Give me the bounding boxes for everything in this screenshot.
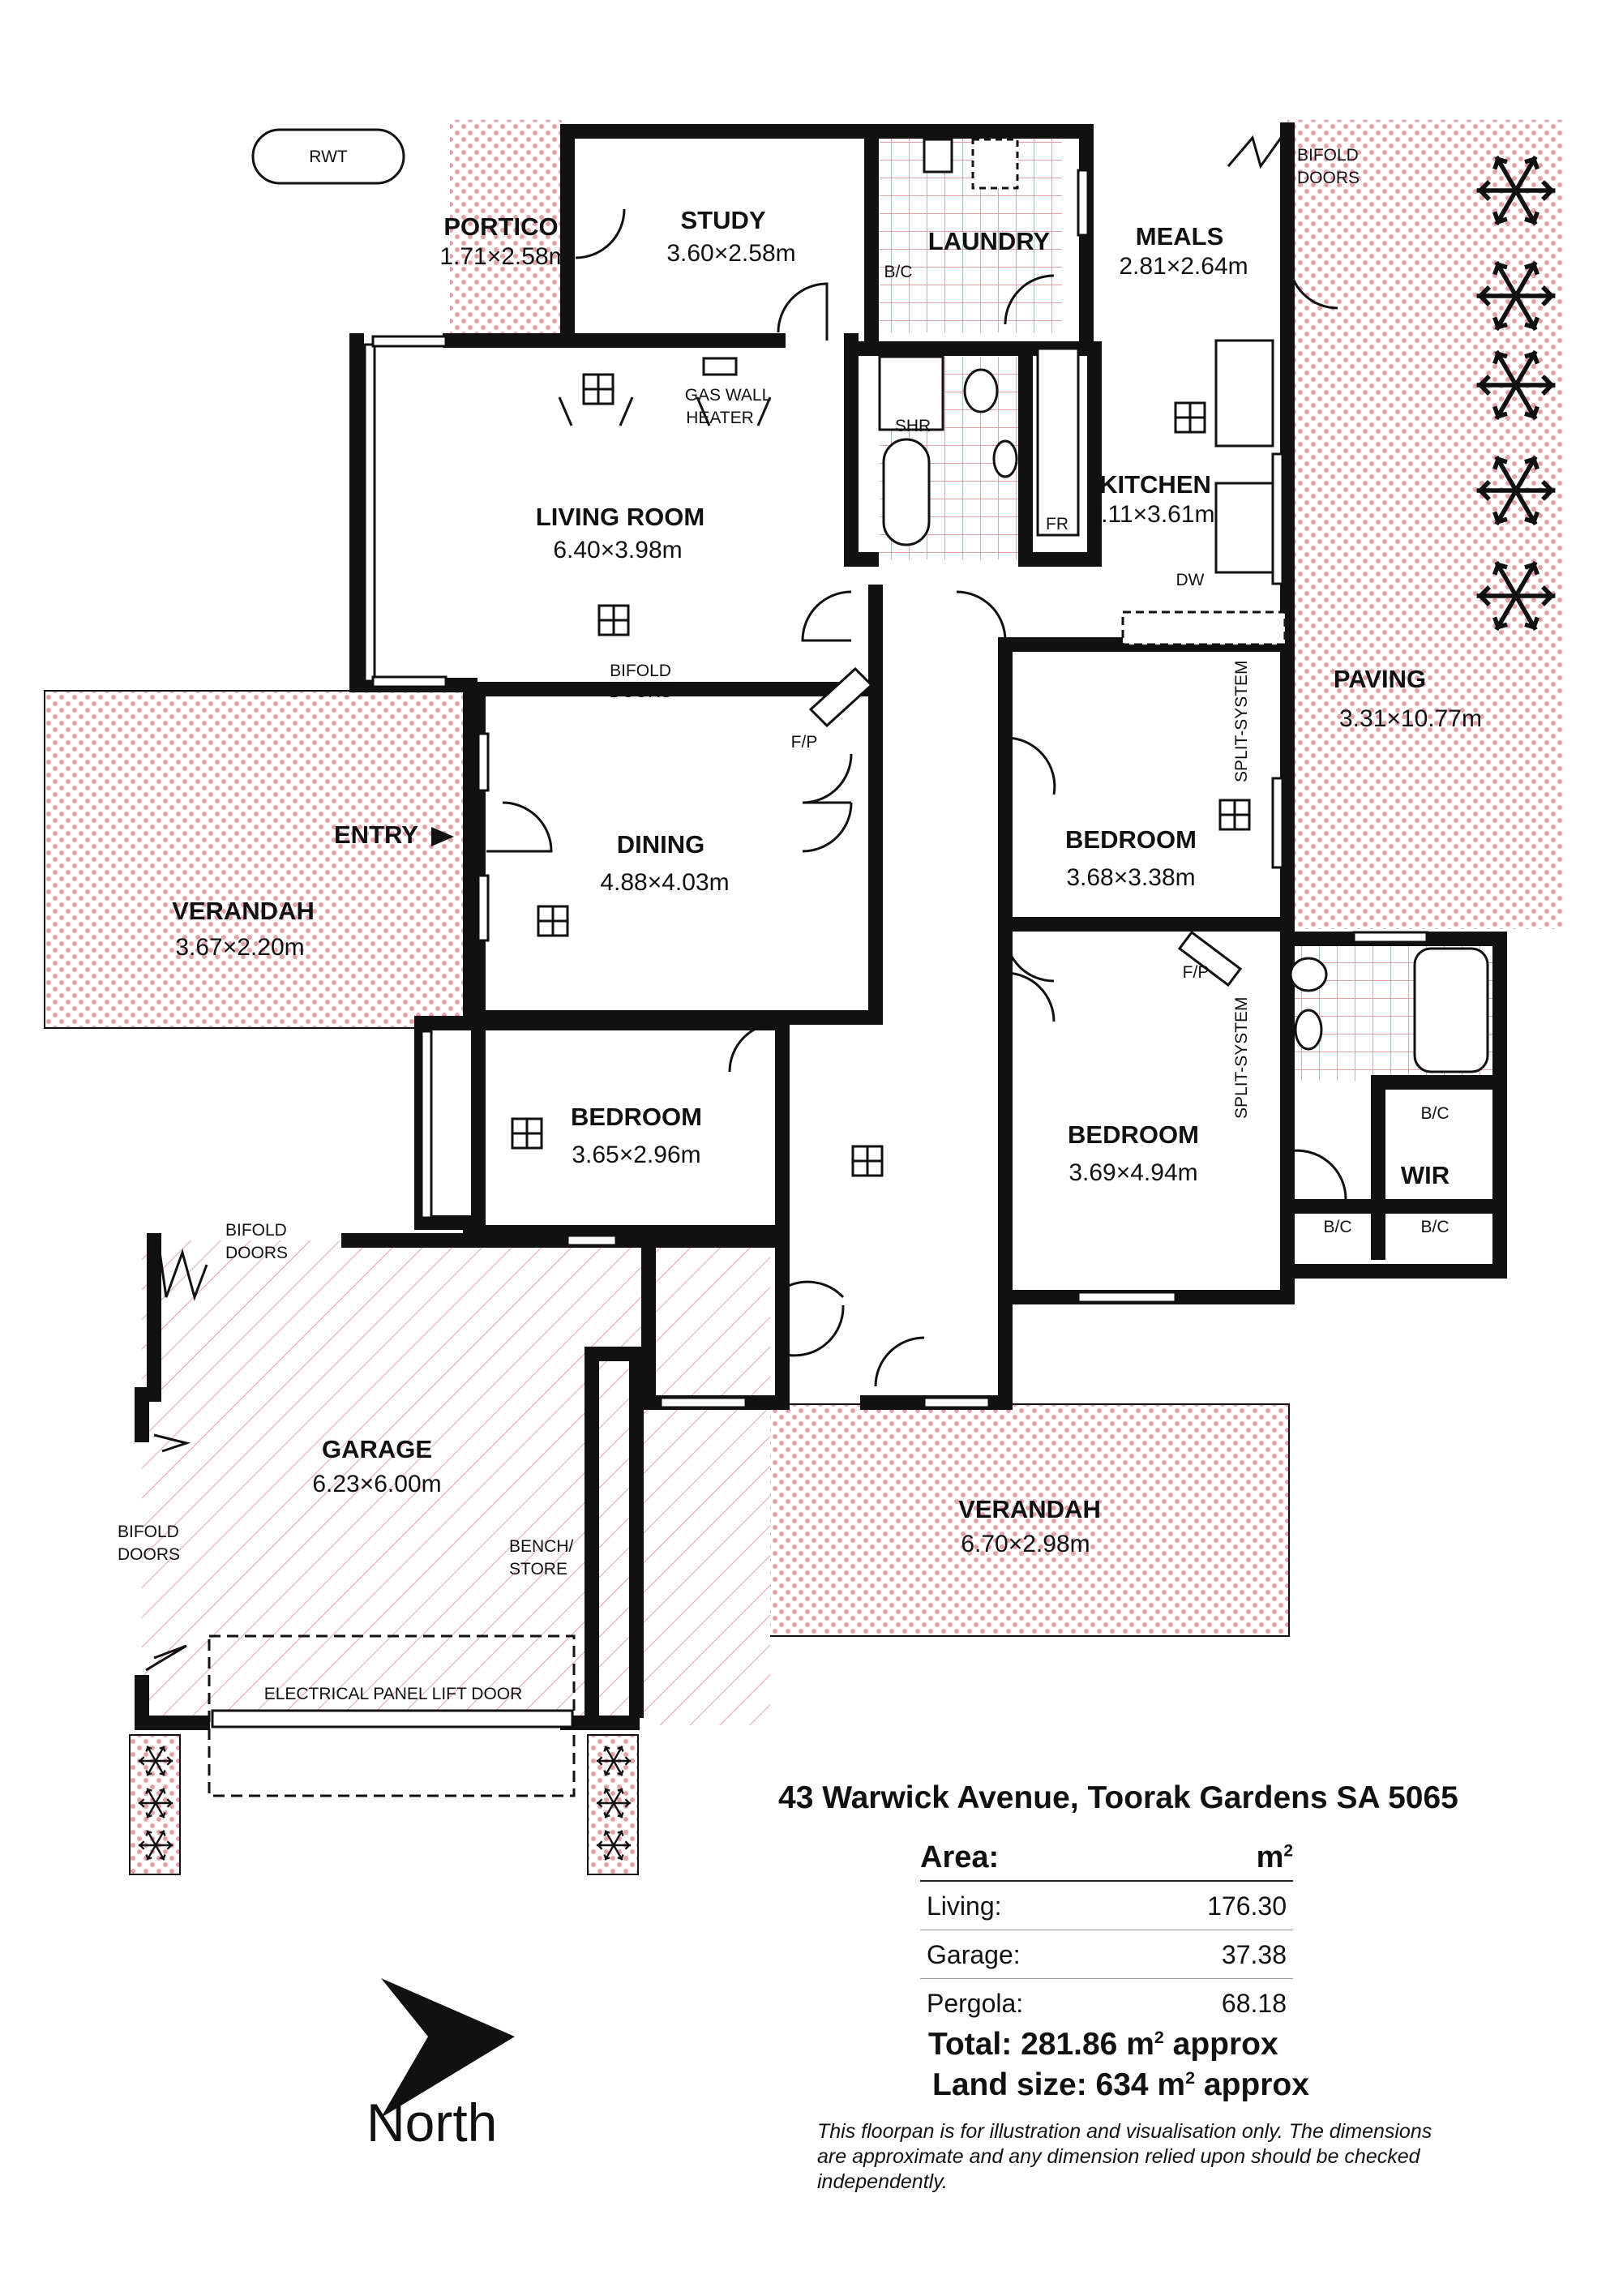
electrical-panel-outline [208, 1634, 576, 1797]
living-dim: 6.40×3.98m [553, 537, 682, 563]
paving-name: PAVING [1334, 665, 1426, 693]
portico-area [450, 120, 562, 339]
laundry-name: LAUNDRY [928, 227, 1051, 255]
portico-name: PORTICO [443, 212, 558, 241]
skylight-icon [597, 604, 630, 636]
garage-name: GARAGE [322, 1435, 432, 1463]
split-system-label: SPLIT-SYSTEM [1232, 996, 1251, 1119]
fixtures [808, 138, 1489, 1073]
verandah-south-dim: 6.70×2.98m [961, 1531, 1090, 1557]
portico-dim: 1.71×2.58m [439, 243, 568, 270]
fridge-label: FR [1046, 515, 1068, 533]
shower-label: SHR [895, 417, 931, 435]
address: 43 Warwick Avenue, Toorak Gardens SA 506… [778, 1780, 1458, 1815]
west-verandah-area [44, 690, 471, 1029]
verandah-south-name: VERANDAH [958, 1495, 1101, 1523]
rwt-tank [251, 128, 405, 185]
bifold-label: BIFOLD [1297, 146, 1359, 165]
skylight-icon [582, 373, 615, 405]
laundry-bc: B/C [884, 263, 912, 281]
bedroom-e-name: BEDROOM [1068, 1120, 1199, 1149]
skylight-icon [537, 905, 569, 937]
north-arrow-icon [381, 1978, 515, 2118]
dishwasher-label: DW [1176, 571, 1205, 589]
bifold-door-icon [153, 1433, 191, 1453]
garage-area [142, 1240, 770, 1725]
bench-store-label: STORE [509, 1560, 567, 1578]
wir-bc: B/C [1323, 1218, 1351, 1236]
bedroom-ne-dim: 3.68×3.38m [1066, 864, 1195, 891]
entry-name: ENTRY [334, 820, 418, 849]
disclaimer: This floorpan is for illustration and vi… [817, 2120, 1432, 2193]
laundry-floor [880, 136, 1062, 332]
bifold-label: DOORS [609, 683, 671, 701]
windows [363, 169, 1428, 1409]
kitchen-dim: 3.11×3.61m [1087, 501, 1214, 528]
land-size: Land size: 634 m2 approx [932, 2067, 1309, 2102]
entry-arrow-icon [431, 827, 454, 846]
fireplace-label: F/P [791, 733, 818, 752]
door-swings [486, 208, 1347, 1387]
gas-heater-label: GAS WALL [685, 386, 772, 405]
bifold-door-icon [145, 1644, 187, 1672]
bifold-label: BIFOLD [225, 1221, 287, 1240]
bifold-label: BIFOLD [610, 662, 671, 680]
gas-wall-heater [702, 357, 738, 376]
bifold-label: DOORS [225, 1244, 288, 1262]
wir-bc: B/C [1420, 1218, 1449, 1236]
bedroom-w-name: BEDROOM [571, 1103, 702, 1131]
living-name: LIVING ROOM [536, 503, 704, 531]
garage-dim: 6.23×6.00m [312, 1471, 441, 1497]
study-dim: 3.60×2.58m [666, 240, 795, 267]
dining-dim: 4.88×4.03m [600, 869, 729, 896]
area-row-garage: Garage:37.38 [920, 1930, 1293, 1979]
verandah-west-name: VERANDAH [172, 897, 315, 925]
bifold-door-icon [156, 1240, 208, 1301]
skylight-icon [1218, 799, 1251, 831]
south-verandah-area [761, 1403, 1290, 1637]
bench-store-label: BENCH/ [509, 1537, 574, 1556]
skylight-icon [511, 1117, 543, 1150]
bedroom-w-dim: 3.65×2.96m [572, 1142, 700, 1168]
rwt-label: RWT [309, 148, 348, 166]
bedroom-ne-name: BEDROOM [1065, 825, 1197, 854]
paving-area [1287, 120, 1563, 929]
gas-heater-label: HEATER [686, 409, 754, 427]
area-table-header: Area: m2 [920, 1840, 1293, 1882]
study-name: STUDY [680, 206, 765, 234]
electrical-panel-label: ELECTRICAL PANEL LIFT DOOR [264, 1685, 523, 1703]
north-label: North [366, 2093, 498, 2152]
meals-name: MEALS [1136, 222, 1224, 251]
bifold-label: BIFOLD [118, 1523, 179, 1541]
area-table: Area: m2 Living:176.30 Garage:37.38 Perg… [920, 1840, 1293, 2027]
area-label: Area: [920, 1840, 1000, 1874]
split-system-label: SPLIT-SYSTEM [1232, 660, 1251, 782]
lift-door [211, 1709, 574, 1728]
total-area: Total: 281.86 m2 approx [928, 2027, 1278, 2062]
bifold-door-icon [1227, 135, 1283, 169]
area-unit: m2 [1256, 1840, 1293, 1874]
area-row-pergola: Pergola:68.18 [927, 1989, 1287, 2018]
bifold-label: DOORS [118, 1545, 180, 1564]
wir-bc: B/C [1420, 1104, 1449, 1123]
skylight-icon [851, 1145, 884, 1177]
kitchen-name: KITCHEN [1099, 470, 1211, 499]
wir-name: WIR [1401, 1161, 1450, 1189]
meals-dim: 2.81×2.64m [1119, 253, 1248, 280]
skylight-icon [1174, 401, 1206, 434]
paving-dim: 3.31×10.77m [1339, 705, 1482, 732]
fireplace-label: F/P [1183, 963, 1210, 982]
bedroom-e-dim: 3.69×4.94m [1068, 1159, 1197, 1186]
verandah-west-dim: 3.67×2.20m [175, 934, 304, 961]
bifold-label: DOORS [1297, 169, 1360, 187]
area-row-living: Living:176.30 [920, 1882, 1293, 1930]
dining-name: DINING [617, 830, 705, 859]
